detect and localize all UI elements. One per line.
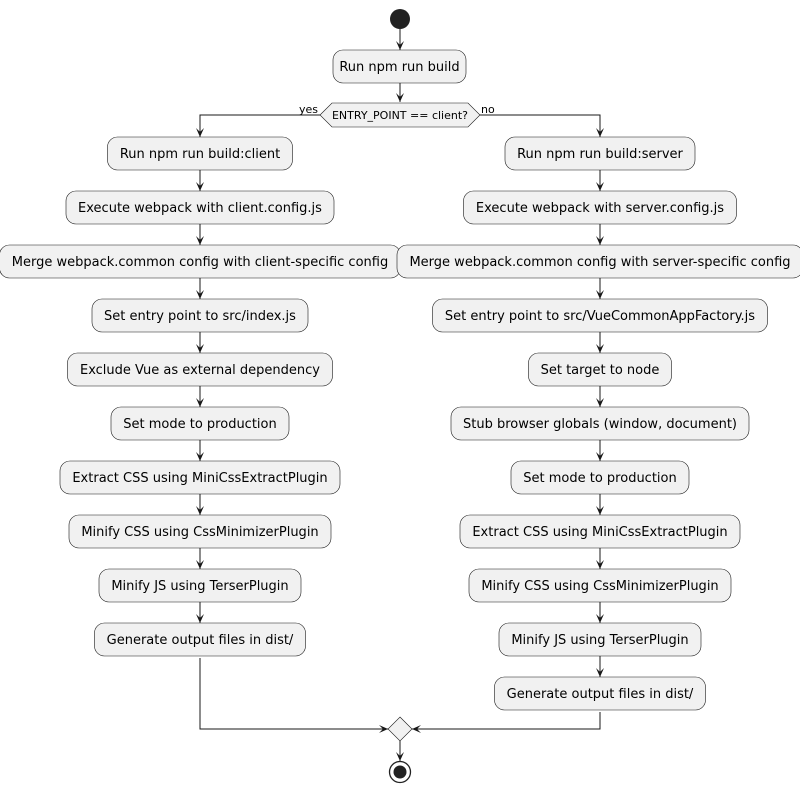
client-step-label: Generate output files in dist/ — [107, 633, 294, 648]
client-step-label: Set entry point to src/index.js — [104, 309, 296, 324]
client-step-label: Minify JS using TerserPlugin — [111, 579, 288, 594]
server-step-10-minify-js-using-terserplugin: Minify JS using TerserPlugin — [498, 622, 702, 657]
step-run-build: Run npm run build — [332, 49, 467, 84]
end-node — [388, 760, 412, 784]
server-arrow — [596, 560, 604, 569]
server-arrow — [596, 290, 604, 299]
server-arrow — [596, 614, 604, 623]
client-arrow — [196, 290, 204, 299]
server-step-11-generate-output-files-in-dist: Generate output files in dist/ — [494, 676, 706, 711]
server-step-label: Minify JS using TerserPlugin — [511, 633, 688, 648]
client-step-9-minify-js-using-terserplugin: Minify JS using TerserPlugin — [98, 568, 302, 603]
client-arrow — [196, 398, 204, 407]
server-arrow — [596, 398, 604, 407]
server-step-label: Set entry point to src/VueCommonAppFacto… — [445, 309, 755, 324]
server-step-label: Merge webpack.common config with server-… — [409, 255, 790, 270]
server-step-6-stub-browser-globals-window-document: Stub browser globals (window, document) — [450, 406, 750, 441]
client-step-10-generate-output-files-in-dist: Generate output files in dist/ — [94, 622, 306, 657]
arrow-to-decision — [396, 93, 404, 102]
client-arrow — [196, 344, 204, 353]
client-step-label: Run npm run build:client — [120, 147, 280, 162]
server-arrow — [596, 236, 604, 245]
client-step-label: Merge webpack.common config with client-… — [12, 255, 388, 270]
client-step-label: Execute webpack with client.config.js — [78, 201, 322, 216]
client-step-label: Minify CSS using CssMinimizerPlugin — [81, 525, 318, 540]
client-step-6-set-mode-to-production: Set mode to production — [110, 406, 290, 441]
decision-node: ENTRY_POINT == client? — [319, 102, 481, 128]
server-step-7-set-mode-to-production: Set mode to production — [510, 460, 690, 495]
server-step-label: Set target to node — [541, 363, 660, 378]
edge-yes-branch — [199, 114, 320, 137]
edge-right-merge — [412, 712, 601, 730]
client-step-5-exclude-vue-as-external-dependency: Exclude Vue as external dependency — [67, 352, 333, 387]
server-step-label: Set mode to production — [523, 471, 676, 486]
server-step-3-merge-webpack-common-config-with-server-specific-config: Merge webpack.common config with server-… — [396, 244, 800, 279]
client-step-3-merge-webpack-common-config-with-client-specific-config: Merge webpack.common config with client-… — [0, 244, 401, 279]
client-arrow — [196, 236, 204, 245]
no-label: no — [481, 103, 495, 116]
client-step-7-extract-css-using-minicssextractplugin: Extract CSS using MiniCssExtractPlugin — [59, 460, 341, 495]
server-step-1-run-npm-run-build-server: Run npm run build:server — [504, 136, 696, 171]
edge-no-branch — [480, 114, 601, 137]
arrow-no-branch — [596, 128, 604, 137]
client-step-2-execute-webpack-with-client-config-js: Execute webpack with client.config.js — [65, 190, 335, 225]
start-node — [390, 9, 410, 29]
server-step-8-extract-css-using-minicssextractplugin: Extract CSS using MiniCssExtractPlugin — [459, 514, 741, 549]
arrow-to-end — [396, 752, 404, 761]
server-step-label: Stub browser globals (window, document) — [463, 417, 737, 432]
client-step-4-set-entry-point-to-src-index-js: Set entry point to src/index.js — [91, 298, 309, 333]
step-run-build-label: Run npm run build — [339, 60, 459, 75]
server-arrow — [596, 668, 604, 677]
arrow-left-merge — [379, 725, 388, 733]
server-step-5-set-target-to-node: Set target to node — [528, 352, 672, 387]
server-arrow — [596, 344, 604, 353]
client-step-label: Set mode to production — [123, 417, 276, 432]
server-arrow — [596, 182, 604, 191]
client-step-label: Exclude Vue as external dependency — [80, 363, 320, 378]
server-step-label: Extract CSS using MiniCssExtractPlugin — [472, 525, 727, 540]
server-step-9-minify-css-using-cssminimizerplugin: Minify CSS using CssMinimizerPlugin — [468, 568, 732, 603]
edge-left-merge — [199, 658, 388, 730]
server-step-label: Execute webpack with server.config.js — [476, 201, 724, 216]
client-arrow — [196, 560, 204, 569]
client-arrow — [196, 506, 204, 515]
server-step-label: Generate output files in dist/ — [507, 687, 694, 702]
merge-node — [387, 716, 413, 742]
client-step-1-run-npm-run-build-client: Run npm run build:client — [107, 136, 293, 171]
arrow-yes-branch — [196, 128, 204, 137]
arrow-right-merge — [412, 725, 421, 733]
server-step-2-execute-webpack-with-server-config-js: Execute webpack with server.config.js — [463, 190, 737, 225]
server-arrow — [596, 506, 604, 515]
server-step-4-set-entry-point-to-src-vuecommonappfactory-js: Set entry point to src/VueCommonAppFacto… — [432, 298, 768, 333]
server-arrow — [596, 452, 604, 461]
client-step-8-minify-css-using-cssminimizerplugin: Minify CSS using CssMinimizerPlugin — [68, 514, 332, 549]
client-arrow — [196, 452, 204, 461]
yes-label: yes — [299, 103, 318, 116]
decision-label: ENTRY_POINT == client? — [332, 109, 468, 122]
client-arrow — [196, 614, 204, 623]
server-step-label: Minify CSS using CssMinimizerPlugin — [481, 579, 718, 594]
client-arrow — [196, 182, 204, 191]
arrow-start — [396, 41, 404, 50]
server-step-label: Run npm run build:server — [517, 147, 683, 162]
client-step-label: Extract CSS using MiniCssExtractPlugin — [72, 471, 327, 486]
